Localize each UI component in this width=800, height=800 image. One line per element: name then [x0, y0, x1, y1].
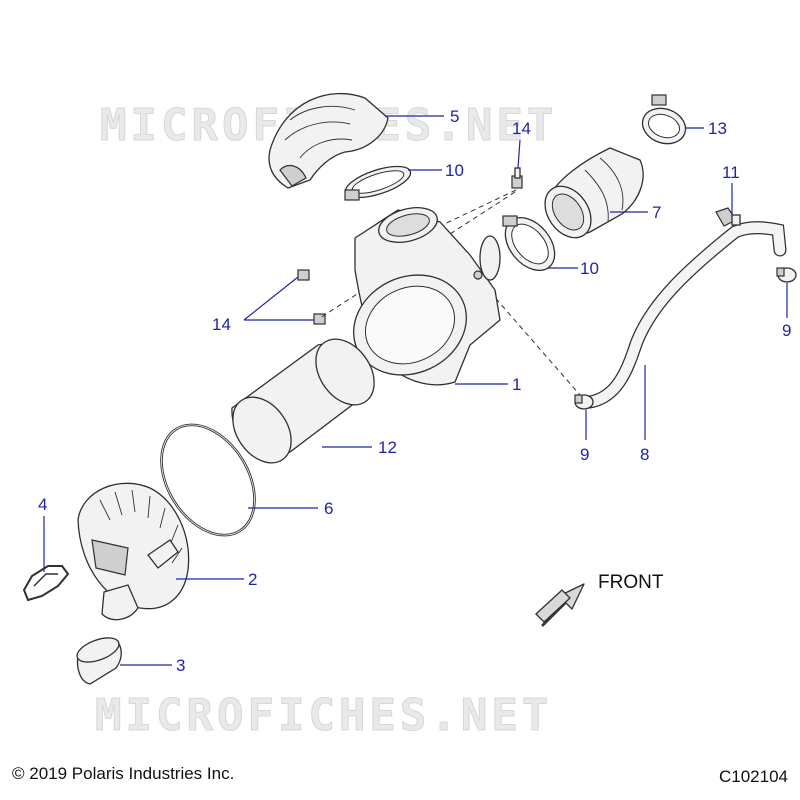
- front-label: FRONT: [598, 572, 664, 593]
- drawing-number: C102104: [718, 767, 788, 786]
- leader-14-top: [517, 139, 521, 169]
- callout-10-lower: 10: [580, 259, 599, 278]
- part-10-clamp-lower: [502, 215, 556, 271]
- part-4-latch: [22, 565, 70, 602]
- callout-6: 6: [324, 499, 333, 518]
- assembly-line-right: [477, 277, 581, 396]
- part-10-clamp-upper: [344, 165, 412, 201]
- part-14-bolt-mid: [297, 269, 310, 281]
- part-13-clamp: [641, 94, 687, 145]
- part-2-airbox-cover: [77, 482, 190, 621]
- callout-1: 1: [512, 375, 521, 394]
- part-1-airbox-housing: [353, 207, 501, 386]
- callout-4: 4: [38, 495, 47, 514]
- callout-12: 12: [378, 438, 397, 457]
- part-8-breather-hose: [583, 221, 787, 409]
- callout-8: 8: [640, 445, 649, 464]
- callout-5: 5: [450, 107, 459, 126]
- assembly-line-lower: [319, 191, 516, 319]
- front-arrow-icon: [535, 583, 585, 627]
- part-3-plug: [76, 637, 122, 685]
- copyright-text: © 2019 Polaris Industries Inc.: [12, 764, 235, 783]
- leader-14-left: [243, 276, 314, 321]
- callout-9-right: 9: [782, 321, 791, 340]
- part-6-gasket: [160, 423, 256, 537]
- part-5-intake-duct: [268, 92, 389, 189]
- callout-2: 2: [248, 570, 257, 589]
- callout-13: 13: [708, 119, 727, 138]
- callout-7: 7: [652, 203, 661, 222]
- callout-14-top: 14: [512, 119, 531, 138]
- part-11-fitting: [715, 207, 741, 227]
- callout-11: 11: [722, 163, 740, 182]
- callout-9-lower: 9: [580, 445, 589, 464]
- part-12-filter-element: [231, 338, 375, 464]
- part-9-clamp-lower: [574, 394, 594, 410]
- part-7-boot: [544, 147, 644, 239]
- part-9-clamp-upper: [776, 267, 797, 283]
- part-14-bolt-lower: [313, 313, 326, 325]
- callout-3: 3: [176, 656, 185, 675]
- part-14-bolt-upper: [511, 167, 523, 189]
- watermark-bottom: MICROFICHES.NET: [95, 690, 552, 741]
- callout-10-upper: 10: [445, 161, 464, 180]
- callout-14-left: 14: [212, 315, 231, 334]
